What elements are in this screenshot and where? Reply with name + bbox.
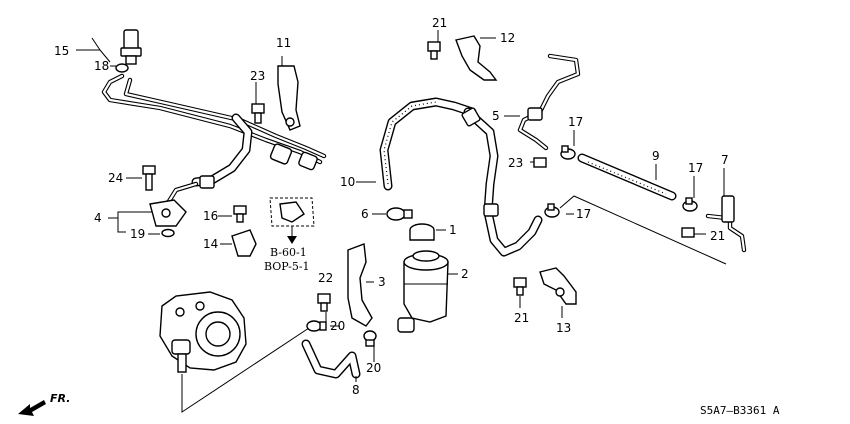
callout-23-right: 23 <box>508 156 523 170</box>
high-pressure-line <box>101 73 327 217</box>
flange-bolt-21-top <box>427 41 441 60</box>
suction-hose <box>461 107 543 257</box>
return-pipe-7 <box>705 195 747 253</box>
callout-17-mid: 17 <box>688 161 703 175</box>
reservoir-cap-1 <box>409 223 435 241</box>
ref-bop-5-1: BOP-5-1 <box>264 260 310 273</box>
flange-bolt-21-low <box>513 277 527 296</box>
hose-clamp-17-mid <box>682 197 698 212</box>
callout-11: 11 <box>276 36 291 50</box>
power-steering-fluid-reservoir-2 <box>397 250 449 333</box>
flange-bolt-21-right <box>681 227 695 238</box>
callout-23-left: 23 <box>250 69 265 83</box>
callout-10: 10 <box>340 175 355 189</box>
power-steering-pressure-switch <box>120 29 142 65</box>
callout-21-right: 21 <box>710 229 725 243</box>
power-steering-pump <box>159 291 247 373</box>
pipe-bracket-13 <box>539 267 577 305</box>
leader-lines <box>76 30 725 382</box>
callout-6: 6 <box>361 207 369 221</box>
callout-12: 12 <box>500 31 515 45</box>
ref-b-60-1: B-60-1 <box>270 246 307 259</box>
callout-20-right: 20 <box>366 361 381 375</box>
callout-1: 1 <box>449 223 457 237</box>
callout-13: 13 <box>556 321 571 335</box>
sealing-washer-18 <box>115 63 129 73</box>
front-direction-arrow: FR. <box>18 392 70 416</box>
pipe-bracket-12 <box>455 35 498 81</box>
callout-20-left: 20 <box>330 319 345 333</box>
callout-17-top: 17 <box>568 115 583 129</box>
callout-17-low: 17 <box>576 207 591 221</box>
return-pipe-5 <box>517 53 581 151</box>
callout-19: 19 <box>130 227 145 241</box>
callout-3: 3 <box>378 275 386 289</box>
callout-15: 15 <box>54 44 69 58</box>
hose-clamp-20-right <box>363 330 377 347</box>
callout-21-top: 21 <box>432 16 447 30</box>
svg-text:FR.: FR. <box>50 392 70 405</box>
hose-clamp-17-top <box>560 145 576 160</box>
callout-2: 2 <box>461 267 469 281</box>
reservoir-bracket-3 <box>347 243 373 327</box>
pressure-hose-fitting <box>149 199 187 227</box>
callout-9: 9 <box>652 149 660 163</box>
callout-16: 16 <box>203 209 218 223</box>
callout-5: 5 <box>492 109 500 123</box>
hose-clamp-6 <box>386 207 413 221</box>
callout-4: 4 <box>94 211 102 225</box>
hose-bracket-11 <box>277 65 301 131</box>
callout-24: 24 <box>108 171 123 185</box>
callout-7: 7 <box>721 153 729 167</box>
flange-bolt-23 <box>251 103 265 124</box>
hose-clamp-17-low <box>544 203 560 218</box>
bolt-16 <box>233 205 247 223</box>
callout-21-low: 21 <box>514 311 529 325</box>
diagram-code: S5A7—B3361 A <box>700 404 780 417</box>
callout-22: 22 <box>318 271 333 285</box>
suction-hose-8 <box>301 339 361 379</box>
hose-clamp-14 <box>231 229 257 257</box>
hose-clamp-20-left <box>306 320 327 332</box>
return-hose-10 <box>379 97 477 191</box>
return-hose-9 <box>577 153 677 201</box>
callout-8: 8 <box>352 383 360 397</box>
callout-18: 18 <box>94 59 109 73</box>
flange-bolt-23-right <box>533 157 547 168</box>
clamp-detail-box <box>269 197 315 244</box>
o-ring-19 <box>161 228 175 238</box>
callout-14: 14 <box>203 237 218 251</box>
flange-bolt-22 <box>317 293 331 312</box>
flange-bolt-24 <box>142 165 156 191</box>
